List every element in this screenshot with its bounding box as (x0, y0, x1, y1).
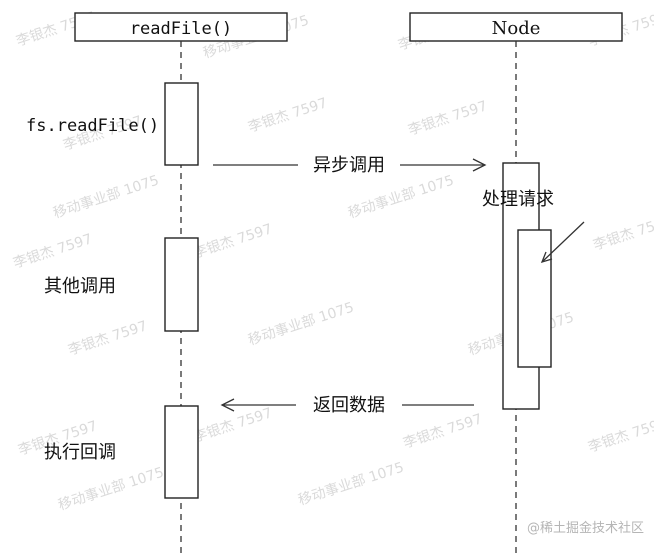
activation-callback (164, 405, 199, 499)
participant-label: readFile() (130, 19, 232, 39)
participant-label: Node (492, 18, 541, 39)
arrowhead-left-icon (220, 398, 235, 412)
participant-node: Node (409, 12, 623, 42)
process-label: 处理请求 (482, 189, 554, 210)
pointer-line (541, 221, 585, 263)
arrowhead-icon (540, 251, 553, 264)
watermark-layer: 李银杰 7597 移动事业部 1075 李银杰 7597 李银杰 7597 李银… (11, 9, 654, 514)
watermark: 李银杰 7597 (401, 411, 484, 452)
watermark: 李银杰 7597 (11, 231, 94, 272)
message-label: 异步调用 (313, 155, 385, 176)
label-other-calls: 其他调用 (44, 276, 116, 297)
watermark: 李银杰 7597 (66, 318, 149, 359)
message-process-request: 处理请求 (482, 189, 585, 264)
activation-other-calls (164, 237, 199, 332)
message-async-call: 异步调用 (213, 155, 487, 176)
participant-box (74, 12, 288, 42)
watermark: 移动事业部 1075 (246, 300, 356, 349)
watermark: 移动事业部 1075 (56, 465, 166, 514)
watermark: 移动事业部 1075 (51, 173, 161, 222)
participant-box (409, 12, 623, 42)
activation-node-processing (517, 229, 552, 368)
message-label: 返回数据 (313, 395, 385, 416)
label-fs-readfile: fs.readFile() (26, 116, 159, 136)
message-return-data: 返回数据 (220, 395, 474, 416)
watermark: 李银杰 7597 (406, 98, 489, 139)
watermark: 李银杰 7597 (191, 221, 274, 262)
watermark: 李银杰 7597 (246, 95, 329, 136)
footer-credit: @稀土掘金技术社区 (527, 520, 644, 536)
participant-readfile: readFile() (74, 12, 288, 42)
activation-readfile-call (164, 82, 199, 166)
watermark: 李银杰 7597 (191, 405, 274, 446)
watermark: 移动事业部 1075 (346, 173, 456, 222)
watermark: 移动事业部 1075 (296, 460, 406, 509)
label-execute-callback: 执行回调 (44, 442, 116, 463)
watermark: 李银杰 7597 (586, 415, 654, 456)
arrowhead-right-icon (472, 158, 487, 172)
watermark: 李银杰 7597 (591, 213, 654, 254)
